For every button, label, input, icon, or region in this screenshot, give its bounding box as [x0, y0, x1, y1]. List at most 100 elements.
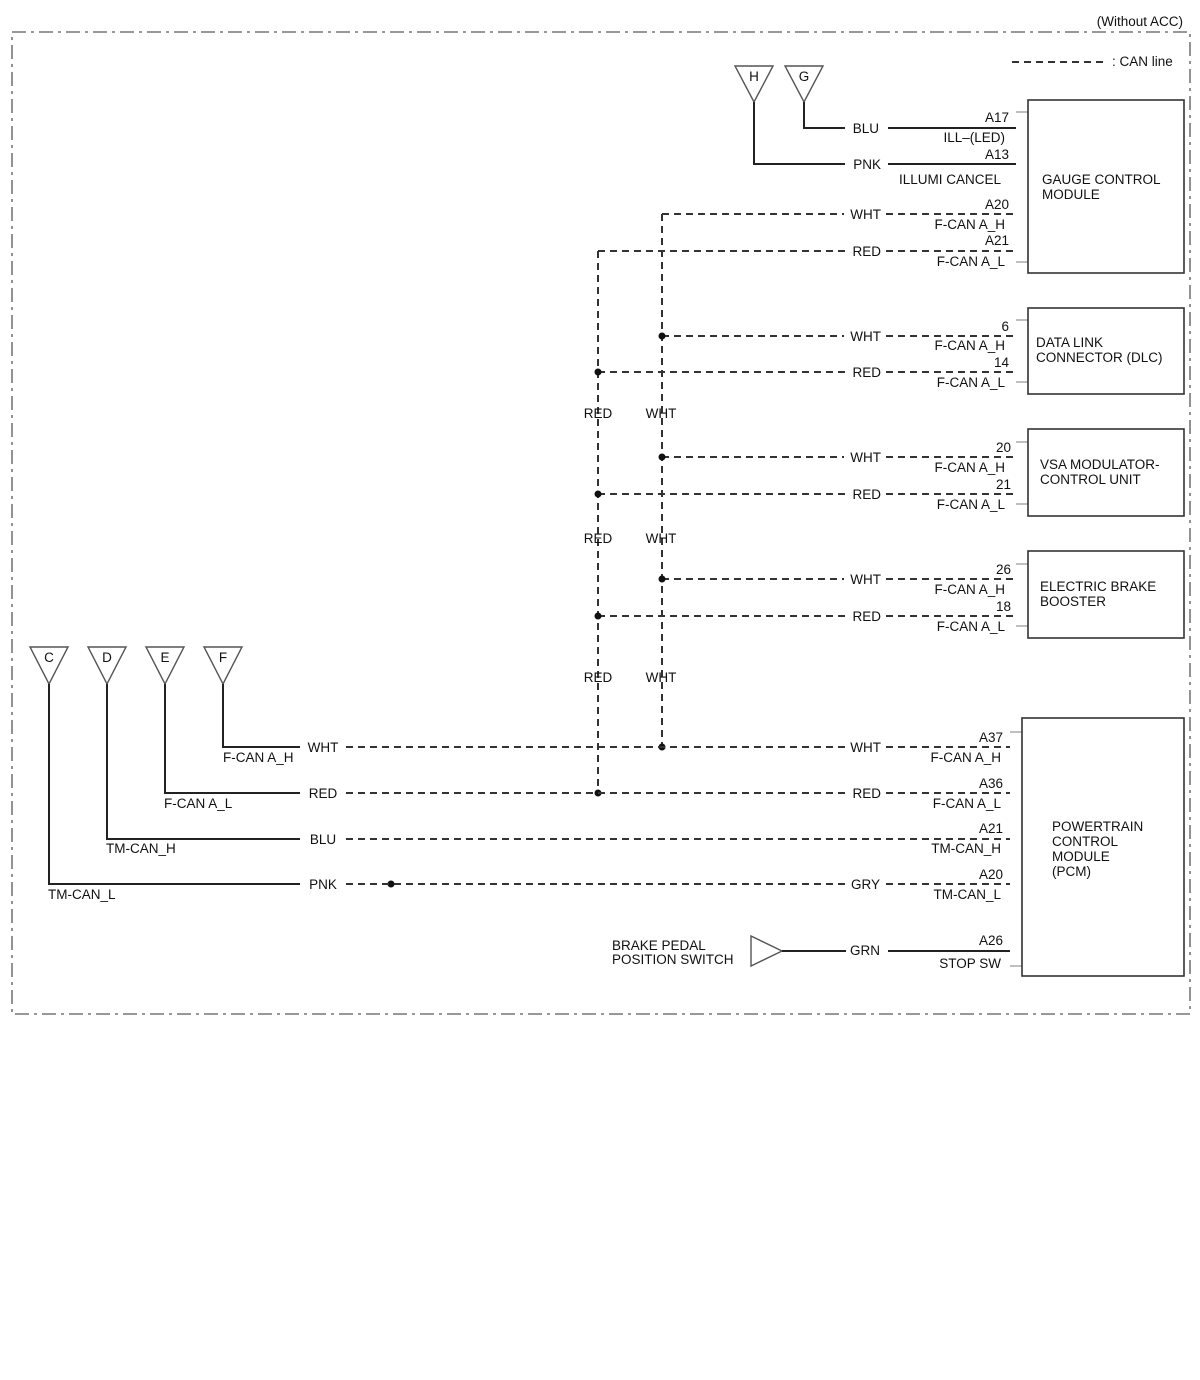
svg-text:14: 14 — [994, 355, 1010, 370]
svg-text:A20: A20 — [979, 867, 1003, 882]
left-wire-color-blu: BLU — [310, 832, 336, 847]
red-bus-label-1: RED — [584, 406, 613, 421]
wire-color-pcm-a36: RED — [852, 786, 881, 801]
svg-text:VSA MODULATOR-: VSA MODULATOR- — [1040, 457, 1160, 472]
svg-text:D: D — [102, 650, 112, 665]
pcm-pin-labels: A37 F-CAN A_H A36 F-CAN A_L A21 TM-CAN_H… — [930, 730, 1003, 971]
wire-f-fcan-h — [222, 684, 300, 748]
wire-c-tmcan-l — [48, 684, 300, 885]
wire-color-gauge-a20: WHT — [850, 207, 881, 222]
svg-text:TM-CAN_L: TM-CAN_L — [933, 887, 1001, 902]
svg-text:A21: A21 — [985, 233, 1009, 248]
svg-text:TM-CAN_H: TM-CAN_H — [931, 841, 1001, 856]
wire-color-dlc-14: RED — [852, 365, 881, 380]
svg-text:CONNECTOR (DLC): CONNECTOR (DLC) — [1036, 350, 1163, 365]
svg-text:ILLUMI CANCEL: ILLUMI CANCEL — [899, 172, 1002, 187]
wire-color-ebb-18: RED — [852, 609, 881, 624]
svg-text:20: 20 — [996, 440, 1011, 455]
wire-g-blu — [803, 102, 845, 129]
data-link-connector: DATA LINK CONNECTOR (DLC) — [1016, 307, 1185, 395]
left-signal-fcan-l: F-CAN A_L — [164, 796, 233, 811]
svg-text:F-CAN A_H: F-CAN A_H — [934, 582, 1005, 597]
wht-bus-label-3: WHT — [646, 670, 677, 685]
variant-label: (Without ACC) — [1097, 14, 1183, 29]
svg-text:POWERTRAIN: POWERTRAIN — [1052, 819, 1143, 834]
red-bus-label-2: RED — [584, 531, 613, 546]
wire-color-a13: PNK — [853, 157, 881, 172]
wire-color-gauge-a21: RED — [852, 244, 881, 259]
svg-text:F-CAN A_L: F-CAN A_L — [937, 619, 1006, 634]
gauge-pin-labels: A17 ILL–(LED) A13 ILLUMI CANCEL A20 F-CA… — [899, 110, 1009, 269]
gauge-control-module: GAUGE CONTROL MODULE — [1016, 99, 1185, 274]
svg-text:A13: A13 — [985, 147, 1009, 162]
svg-text:MODULE: MODULE — [1042, 187, 1100, 202]
svg-text:F-CAN A_H: F-CAN A_H — [934, 460, 1005, 475]
svg-text:BOOSTER: BOOSTER — [1040, 594, 1106, 609]
brake-pedal-position-switch: BRAKE PEDAL POSITION SWITCH — [612, 934, 784, 968]
ebb-pin-labels: 26 F-CAN A_H 18 F-CAN A_L — [934, 562, 1011, 634]
svg-text:STOP SW: STOP SW — [939, 956, 1001, 971]
dlc-pin-labels: 6 F-CAN A_H 14 F-CAN A_L — [934, 319, 1009, 390]
wire-color-vsa-20: WHT — [850, 450, 881, 465]
svg-text:F: F — [219, 650, 227, 665]
svg-text:C: C — [44, 650, 54, 665]
wht-bus-label-2: WHT — [646, 531, 677, 546]
connector-d: D — [86, 646, 128, 686]
wire-h-pnk — [753, 102, 845, 165]
wire-color-dlc-6: WHT — [850, 329, 881, 344]
svg-text:F-CAN A_L: F-CAN A_L — [937, 497, 1006, 512]
svg-text:A26: A26 — [979, 933, 1003, 948]
wire-color-vsa-21: RED — [852, 487, 881, 502]
svg-text:6: 6 — [1001, 319, 1009, 334]
svg-text:A17: A17 — [985, 110, 1009, 125]
powertrain-control-module: POWERTRAIN CONTROL MODULE (PCM) — [1010, 717, 1185, 977]
svg-text:F-CAN A_H: F-CAN A_H — [930, 750, 1001, 765]
wire-color-a17: BLU — [853, 121, 879, 136]
svg-text:F-CAN A_L: F-CAN A_L — [937, 254, 1006, 269]
left-signal-tmcan-l: TM-CAN_L — [48, 887, 116, 902]
svg-text:CONTROL: CONTROL — [1052, 834, 1118, 849]
wire-color-pcm-a26: GRN — [850, 943, 880, 958]
svg-text:A21: A21 — [979, 821, 1003, 836]
svg-text:26: 26 — [996, 562, 1011, 577]
svg-text:ELECTRIC BRAKE: ELECTRIC BRAKE — [1040, 579, 1156, 594]
svg-text:DATA LINK: DATA LINK — [1036, 335, 1103, 350]
svg-text:A36: A36 — [979, 776, 1003, 791]
svg-text:F-CAN A_L: F-CAN A_L — [937, 375, 1006, 390]
svg-text:MODULE: MODULE — [1052, 849, 1110, 864]
svg-text:GAUGE CONTROL: GAUGE CONTROL — [1042, 172, 1161, 187]
electric-brake-booster: ELECTRIC BRAKE BOOSTER — [1016, 550, 1185, 639]
red-bus-label-3: RED — [584, 670, 613, 685]
left-wire-color-red: RED — [309, 786, 338, 801]
legend-text: : CAN line — [1112, 54, 1173, 69]
svg-text:BRAKE PEDAL: BRAKE PEDAL — [612, 938, 706, 953]
left-signal-tmcan-h: TM-CAN_H — [106, 841, 176, 856]
svg-text:POSITION SWITCH: POSITION SWITCH — [612, 952, 734, 967]
connector-h: H — [733, 65, 775, 104]
vsa-pin-labels: 20 F-CAN A_H 21 F-CAN A_L — [934, 440, 1011, 512]
svg-text:H: H — [749, 69, 759, 84]
wire-color-pcm-a37: WHT — [850, 740, 881, 755]
svg-text:CONTROL UNIT: CONTROL UNIT — [1040, 472, 1141, 487]
svg-text:F-CAN A_H: F-CAN A_H — [934, 217, 1005, 232]
connector-f: F — [202, 646, 244, 686]
left-signal-fcan-h: F-CAN A_H — [223, 750, 294, 765]
wire-color-ebb-26: WHT — [850, 572, 881, 587]
svg-text:21: 21 — [996, 477, 1011, 492]
left-wire-color-pnk: PNK — [309, 877, 337, 892]
wire-color-pcm-a20: GRY — [851, 877, 880, 892]
wht-bus-label-1: WHT — [646, 406, 677, 421]
svg-text:A37: A37 — [979, 730, 1003, 745]
svg-text:18: 18 — [996, 599, 1011, 614]
vsa-modulator-control-unit: VSA MODULATOR- CONTROL UNIT — [1016, 428, 1185, 517]
svg-text:E: E — [160, 650, 169, 665]
svg-text:A20: A20 — [985, 197, 1009, 212]
svg-text:F-CAN A_H: F-CAN A_H — [934, 338, 1005, 353]
left-wire-color-wht: WHT — [308, 740, 339, 755]
outer-frame — [11, 31, 1191, 1015]
svg-text:ILL–(LED): ILL–(LED) — [943, 130, 1005, 145]
connector-c: C — [28, 646, 70, 686]
wire-e-fcan-l — [164, 684, 300, 794]
connector-g: G — [783, 65, 825, 104]
svg-text:F-CAN A_L: F-CAN A_L — [933, 796, 1002, 811]
